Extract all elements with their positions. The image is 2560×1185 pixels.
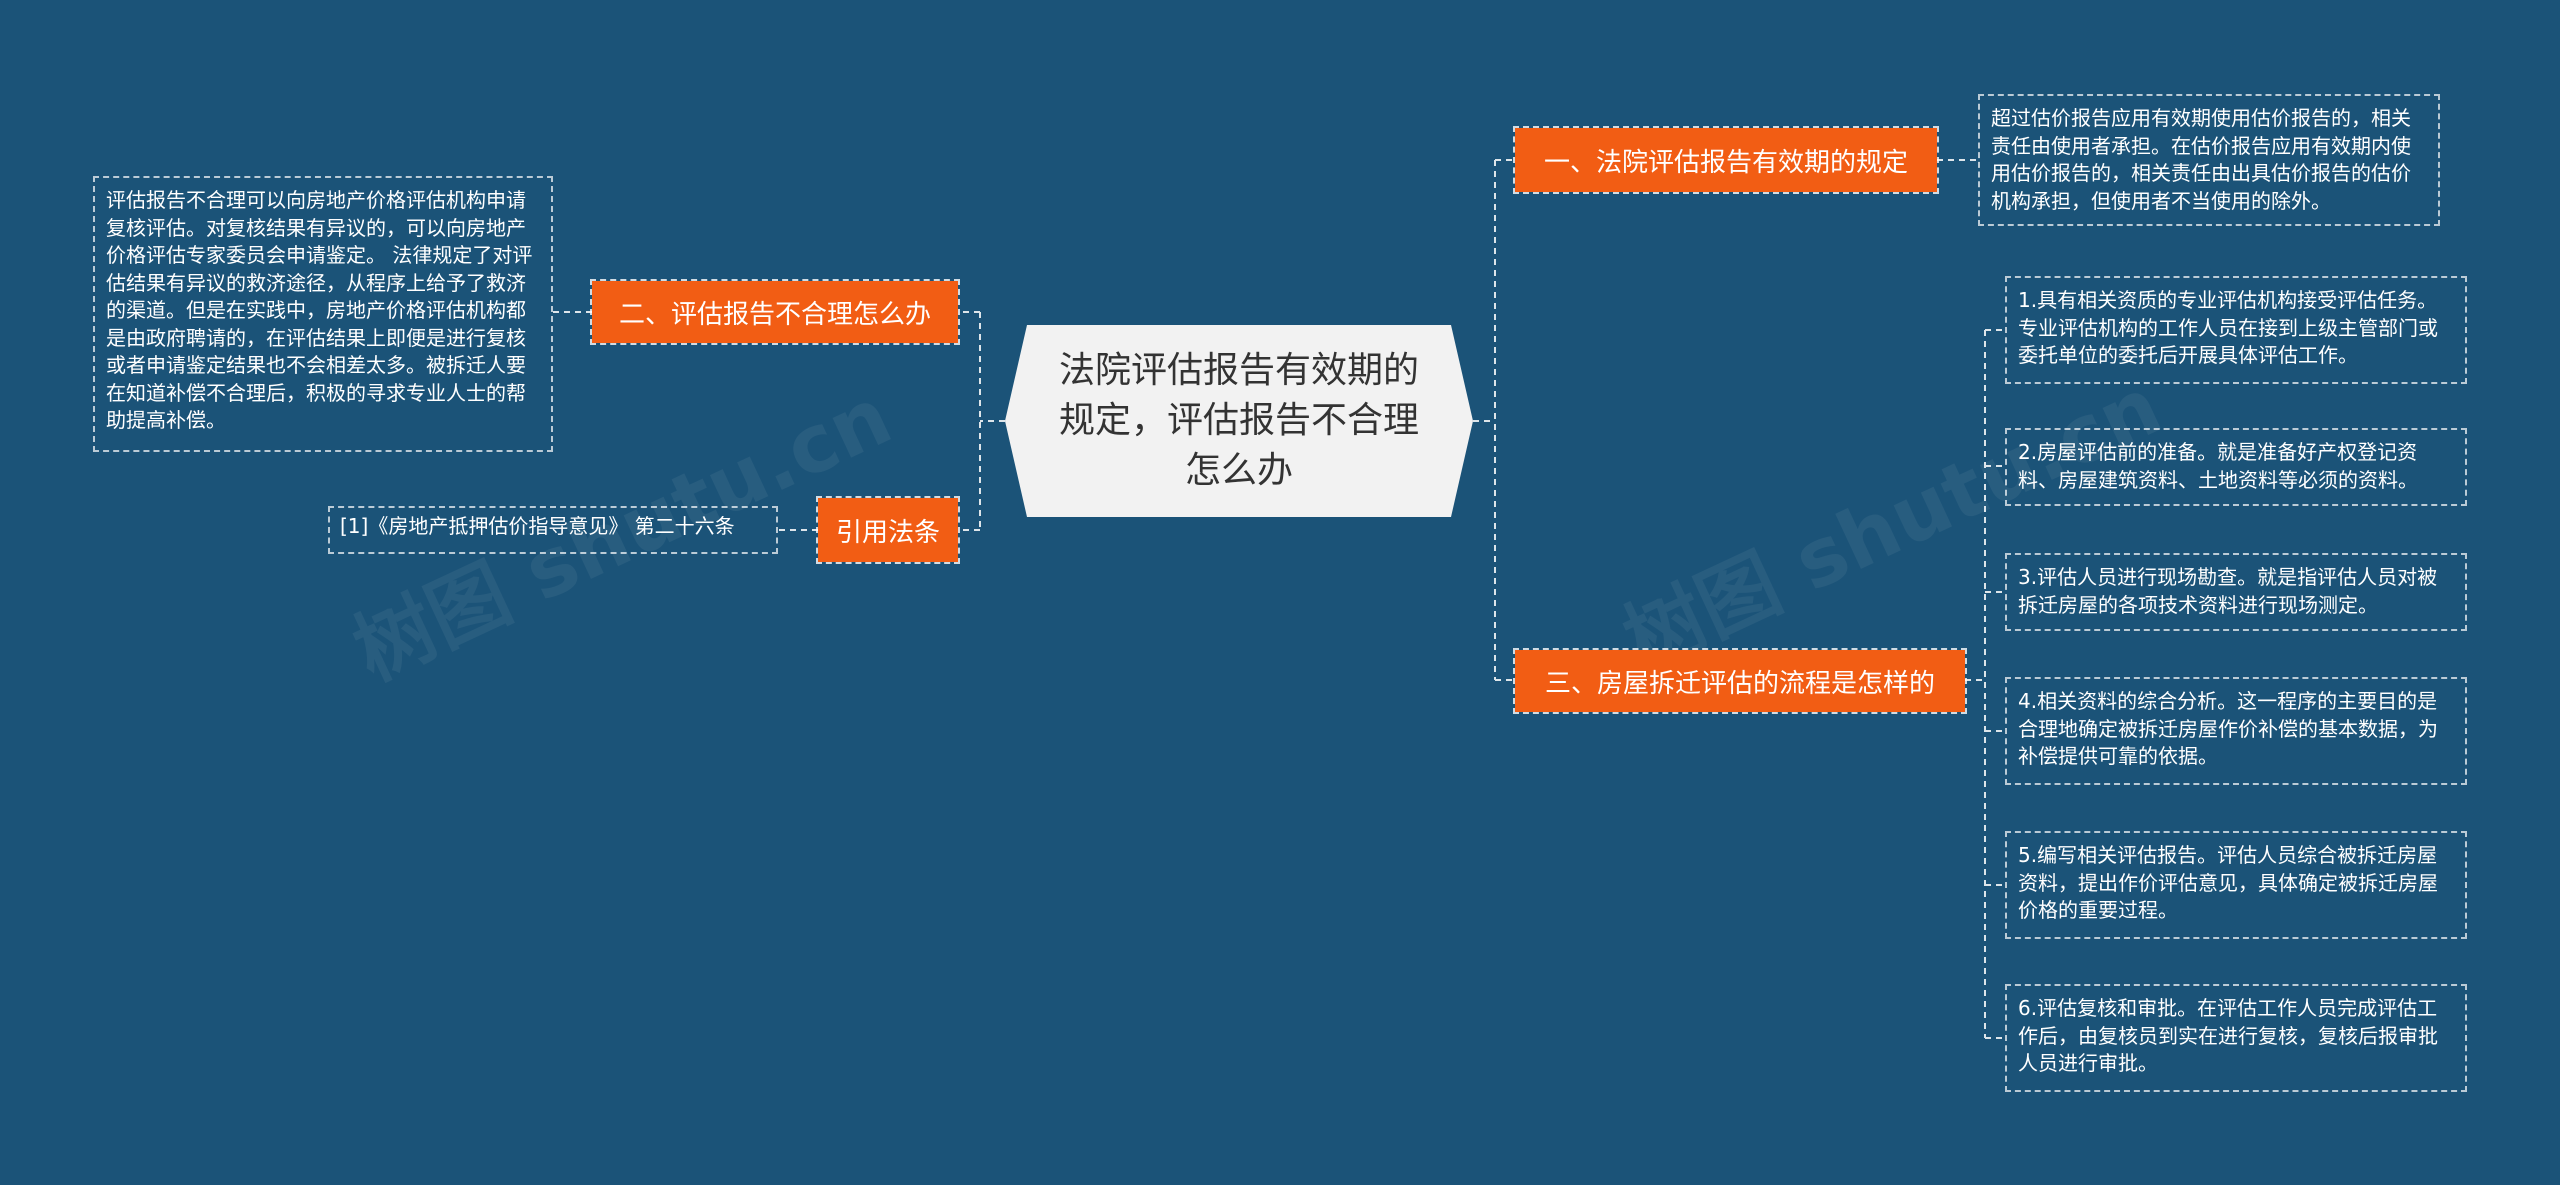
- root-topic[interactable]: 法院评估报告有效期的规定，评估报告不合理怎么办: [1005, 325, 1473, 517]
- leaf-cited-law-detail-text: [1]《房地产抵押估价指导意见》 第二十六条: [340, 514, 735, 538]
- leaf-step-4-text: 4.相关资料的综合分析。这一程序的主要目的是合理地确定被拆迁房屋作价补偿的基本数…: [2018, 689, 2438, 768]
- leaf-step-6-text: 6.评估复核和审批。在评估工作人员完成评估工作后，由复核员到实在进行复核，复核后…: [2018, 996, 2438, 1075]
- leaf-cited-law-detail[interactable]: [1]《房地产抵押估价指导意见》 第二十六条: [328, 506, 778, 554]
- leaf-step-3-text: 3.评估人员进行现场勘查。就是指评估人员对被拆迁房屋的各项技术资料进行现场测定。: [2018, 565, 2438, 617]
- leaf-step-2-text: 2.房屋评估前的准备。就是准备好产权登记资料、房屋建筑资料、土地资料等必须的资料…: [2018, 440, 2418, 492]
- leaf-unreasonable-detail-text: 评估报告不合理可以向房地产价格评估机构申请复核评估。对复核结果有异议的，可以向房…: [106, 188, 533, 432]
- leaf-unreasonable-detail[interactable]: 评估报告不合理可以向房地产价格评估机构申请复核评估。对复核结果有异议的，可以向房…: [93, 176, 553, 452]
- branch-cited-law[interactable]: 引用法条: [816, 496, 960, 564]
- branch-cited-law-label: 引用法条: [835, 517, 940, 548]
- branch-validity-rules-label: 一、法院评估报告有效期的规定: [1543, 147, 1908, 178]
- leaf-step-6[interactable]: 6.评估复核和审批。在评估工作人员完成评估工作后，由复核员到实在进行复核，复核后…: [2005, 984, 2467, 1092]
- leaf-step-2[interactable]: 2.房屋评估前的准备。就是准备好产权登记资料、房屋建筑资料、土地资料等必须的资料…: [2005, 428, 2467, 506]
- leaf-step-5-text: 5.编写相关评估报告。评估人员综合被拆迁房屋资料，提出作价评估意见，具体确定被拆…: [2018, 843, 2438, 922]
- leaf-step-1-text: 1.具有相关资质的专业评估机构接受评估任务。专业评估机构的工作人员在接到上级主管…: [2018, 288, 2438, 367]
- leaf-step-4[interactable]: 4.相关资料的综合分析。这一程序的主要目的是合理地确定被拆迁房屋作价补偿的基本数…: [2005, 677, 2467, 785]
- branch-unreasonable-report-label: 二、评估报告不合理怎么办: [618, 299, 931, 330]
- leaf-step-3[interactable]: 3.评估人员进行现场勘查。就是指评估人员对被拆迁房屋的各项技术资料进行现场测定。: [2005, 553, 2467, 631]
- branch-validity-rules[interactable]: 一、法院评估报告有效期的规定: [1513, 126, 1939, 194]
- branch-demolition-process-label: 三、房屋拆迁评估的流程是怎样的: [1544, 668, 1935, 699]
- leaf-validity-detail[interactable]: 超过估价报告应用有效期使用估价报告的，相关责任由使用者承担。在估价报告应用有效期…: [1978, 94, 2440, 226]
- branch-demolition-process[interactable]: 三、房屋拆迁评估的流程是怎样的: [1513, 648, 1967, 714]
- root-topic-label: 法院评估报告有效期的规定，评估报告不合理怎么办: [1058, 350, 1419, 491]
- leaf-step-5[interactable]: 5.编写相关评估报告。评估人员综合被拆迁房屋资料，提出作价评估意见，具体确定被拆…: [2005, 831, 2467, 939]
- branch-unreasonable-report[interactable]: 二、评估报告不合理怎么办: [590, 279, 960, 345]
- leaf-step-1[interactable]: 1.具有相关资质的专业评估机构接受评估任务。专业评估机构的工作人员在接到上级主管…: [2005, 276, 2467, 384]
- leaf-validity-detail-text: 超过估价报告应用有效期使用估价报告的，相关责任由使用者承担。在估价报告应用有效期…: [1991, 106, 2411, 213]
